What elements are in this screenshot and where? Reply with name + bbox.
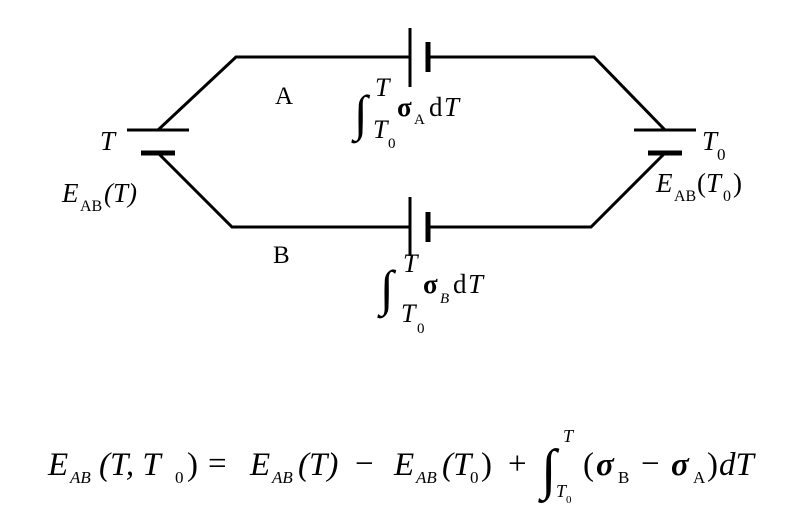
eq-sigma-a-sub: A bbox=[693, 468, 706, 487]
integral-a-d: d bbox=[429, 92, 443, 122]
right-emf-sub: AB bbox=[674, 188, 696, 205]
right-temperature-label: T 0 bbox=[702, 126, 726, 164]
eq-term2-close: ) bbox=[481, 447, 492, 483]
eq-lhs-args-sub: 0 bbox=[175, 468, 184, 487]
right-emf-close: ) bbox=[733, 168, 742, 198]
right-temperature-T: T bbox=[702, 126, 719, 156]
wire-a-left bbox=[156, 55, 410, 132]
thomson-integral-a: ∫ T T 0 σ A d T bbox=[351, 73, 461, 152]
right-emf-T-sub: 0 bbox=[723, 188, 731, 205]
eq-sigma-b: σ bbox=[596, 447, 615, 483]
eq-minus: − bbox=[355, 446, 374, 482]
left-emf-arg: (T) bbox=[104, 178, 137, 208]
eq-sigma-b-sub: B bbox=[618, 468, 629, 487]
integral-a-sigma-sub: A bbox=[414, 112, 425, 128]
integral-a-upper: T bbox=[375, 73, 391, 102]
eq-integral-upper: T bbox=[563, 426, 575, 446]
eq-integral-sign: ∫ bbox=[538, 439, 560, 504]
eq-lhs-args: (T, T bbox=[99, 447, 163, 483]
thermocouple-equation: E AB (T, T 0 ) = E AB (T) − E AB (T 0 ) … bbox=[47, 426, 757, 506]
eq-term1-E: E bbox=[249, 447, 270, 483]
eq-minus2: − bbox=[641, 446, 660, 482]
integral-a-var: T bbox=[444, 92, 461, 122]
eq-lhs-E: E bbox=[47, 447, 68, 483]
integral-sign-a: ∫ bbox=[351, 85, 371, 144]
integral-b-sigma: σ bbox=[423, 269, 438, 299]
right-emf-label: E AB ( T 0 ) bbox=[655, 168, 742, 205]
eq-term1-arg: (T) bbox=[298, 447, 338, 483]
eq-plus: + bbox=[508, 446, 527, 482]
eq-sigma-a: σ bbox=[671, 447, 690, 483]
wire-b-left bbox=[156, 151, 410, 229]
right-emf-T: T bbox=[706, 168, 723, 198]
eq-term2-open: (T bbox=[442, 447, 474, 483]
right-emf-open: ( bbox=[697, 168, 706, 198]
eq-term1-sub: AB bbox=[271, 468, 293, 487]
integral-b-sigma-sub: B bbox=[440, 291, 449, 307]
integral-b-var: T bbox=[468, 269, 485, 299]
eq-paren-open: ( bbox=[583, 447, 594, 483]
wire-a-right bbox=[428, 55, 667, 132]
wire-b-label: B bbox=[273, 242, 290, 269]
eq-lhs-sub: AB bbox=[69, 468, 91, 487]
left-temperature-label: T bbox=[100, 126, 117, 156]
eq-dT: dT bbox=[719, 447, 757, 483]
circuit bbox=[127, 28, 696, 256]
eq-paren-close: ) bbox=[707, 447, 718, 483]
integral-a-sigma: σ bbox=[397, 92, 412, 122]
eq-term2-E: E bbox=[393, 447, 414, 483]
integral-b-upper: T bbox=[403, 249, 419, 278]
thomson-integral-b: ∫ T T 0 σ B d T bbox=[377, 249, 485, 337]
right-emf-E: E bbox=[655, 168, 673, 198]
integral-b-lower-sub: 0 bbox=[417, 321, 425, 337]
wire-b-right bbox=[428, 151, 667, 229]
eq-equals: = bbox=[208, 446, 227, 482]
integral-a-lower-sub: 0 bbox=[388, 136, 396, 152]
integral-b-lower: T bbox=[401, 299, 417, 328]
eq-lhs-args-close: ) bbox=[187, 447, 198, 483]
right-temperature-sub: 0 bbox=[717, 145, 726, 164]
integral-a-lower: T bbox=[373, 115, 389, 144]
left-emf-E: E bbox=[61, 178, 79, 208]
integral-sign-b: ∫ bbox=[377, 260, 397, 319]
wire-a-label: A bbox=[275, 83, 293, 110]
eq-integral-lower: T bbox=[556, 481, 568, 501]
eq-term2-sub0: 0 bbox=[470, 468, 479, 487]
left-emf-sub: AB bbox=[80, 198, 102, 215]
eq-integral-lower-sub: 0 bbox=[566, 494, 572, 506]
integral-b-d: d bbox=[453, 269, 467, 299]
eq-term2-sub: AB bbox=[415, 468, 437, 487]
left-emf-label: E AB (T) bbox=[61, 178, 137, 215]
